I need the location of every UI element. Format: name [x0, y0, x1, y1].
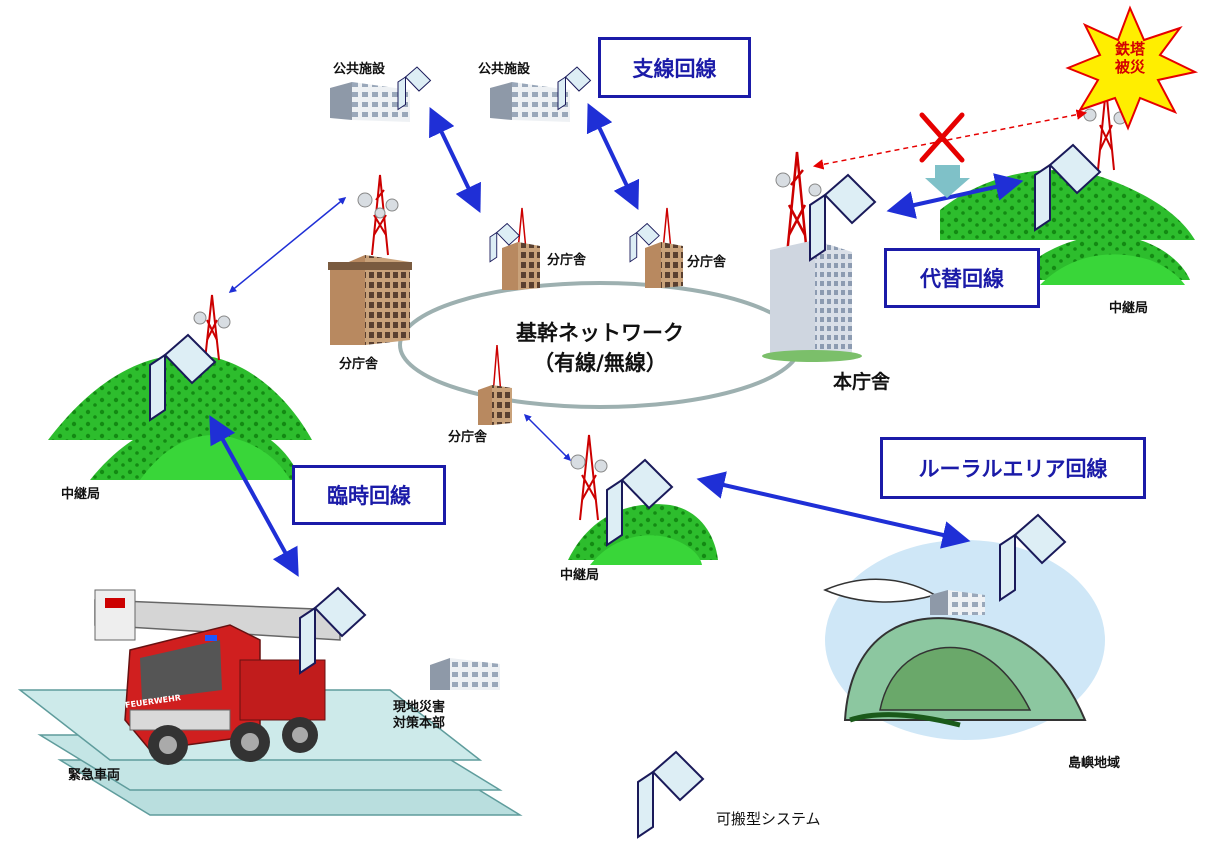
branch-office-label-b: 分庁舎 [687, 255, 727, 270]
field-hq-label: 現地災害 対策本部 [393, 700, 445, 733]
relay-station-label-east: 中継局 [1109, 301, 1149, 316]
alternate-line-box: 代替回線 [884, 248, 1040, 308]
public-facility-label-right: 公共施設 [478, 62, 531, 77]
building-public-right [490, 82, 570, 122]
link-south [523, 413, 572, 462]
core-network-line2: （有線/無線） [533, 351, 667, 376]
building-branch-b [645, 242, 683, 288]
emergency-vehicle-label: 緊急車両 [68, 768, 121, 783]
core-network-label: 基幹ネットワーク （有線/無線） [500, 318, 700, 379]
hill-west [48, 354, 312, 480]
temporary-line-box: 臨時回線 [292, 465, 446, 525]
tower-main [785, 151, 809, 256]
hill-south [568, 504, 718, 565]
relay-station-label-west: 中継局 [61, 487, 101, 502]
switch-arrow [925, 165, 970, 198]
broken-link [812, 109, 1088, 170]
links [209, 102, 1024, 577]
tower-west-branch [371, 174, 389, 256]
island [823, 540, 1105, 740]
building-public-left [330, 82, 410, 122]
building-west-branch [328, 255, 412, 345]
building-branch-a [502, 242, 540, 290]
link-public-right [586, 102, 640, 211]
island-area-label: 島嶼地域 [1068, 756, 1121, 771]
damage-x-mark [919, 112, 965, 163]
portable-systems [149, 66, 1102, 839]
legend-portable-system-label: 可搬型システム [716, 810, 821, 828]
branch-office-label-a: 分庁舎 [547, 253, 587, 268]
branch-office-label-west: 分庁舎 [339, 357, 379, 372]
tower-south-relay [579, 434, 599, 521]
field-hq-line2: 対策本部 [393, 716, 446, 732]
field-hq-line1: 現地災害 [393, 700, 446, 715]
building-main [762, 240, 862, 362]
public-facility-label-left: 公共施設 [333, 62, 386, 77]
building-field-hq [430, 658, 500, 690]
link-temporary [209, 415, 299, 577]
branch-line-box: 支線回線 [598, 37, 751, 98]
link-rural [696, 471, 971, 549]
damage-burst-line2: 被災 [1114, 58, 1145, 76]
fire-truck [94, 589, 341, 765]
relay-station-label-south: 中継局 [560, 568, 600, 583]
building-branch-south [478, 385, 512, 425]
damage-burst-line1: 鉄塔 [1114, 40, 1145, 58]
branch-office-label-south: 分庁舎 [448, 430, 488, 445]
tower-west-relay [204, 294, 220, 361]
main-office-label: 本庁舎 [833, 371, 891, 393]
link-public-left [429, 106, 481, 214]
rural-line-box: ルーラルエリア回線 [880, 437, 1146, 499]
link-alternate [886, 173, 1024, 219]
link-west [228, 197, 347, 293]
core-network-line1: 基幹ネットワーク [516, 321, 684, 345]
damage-burst-label: 鉄塔 被災 [1110, 40, 1150, 76]
damage-burst [1065, 5, 1199, 131]
